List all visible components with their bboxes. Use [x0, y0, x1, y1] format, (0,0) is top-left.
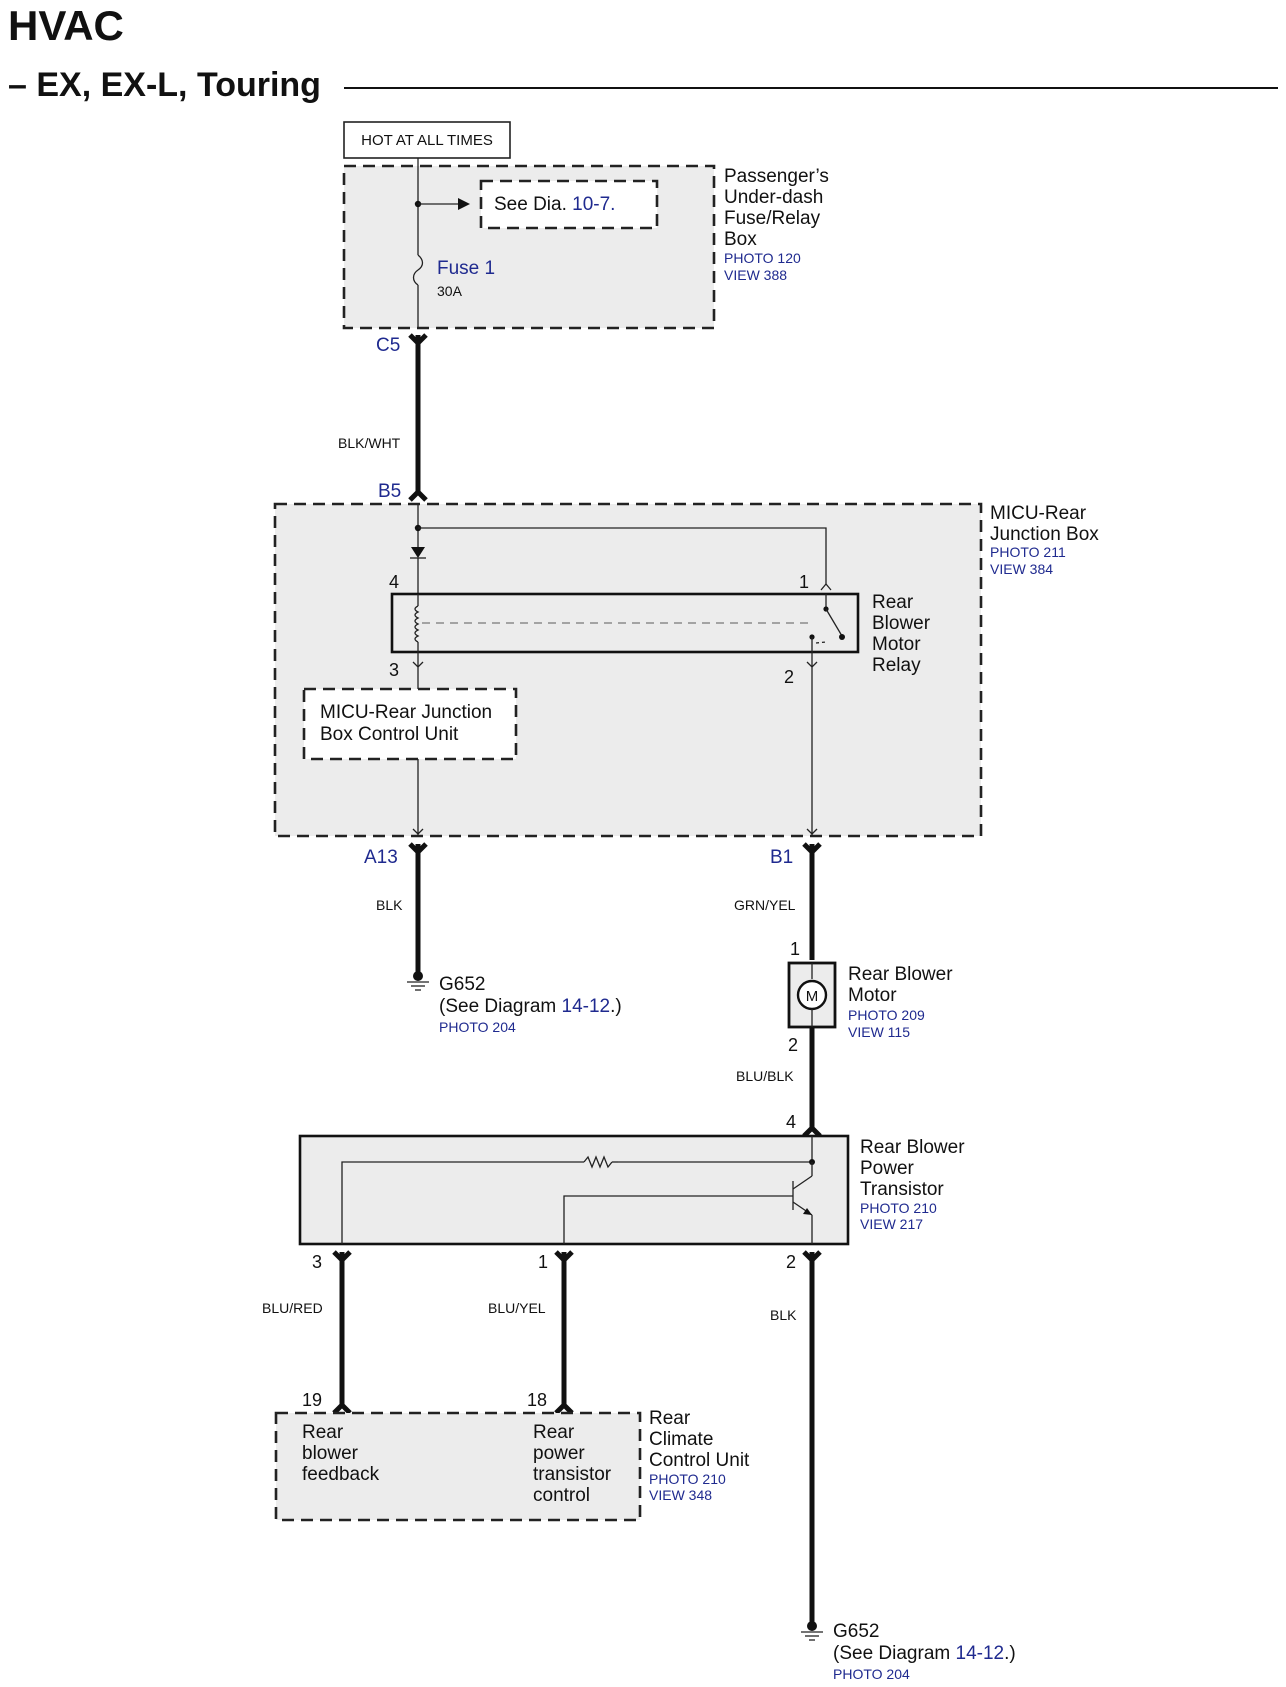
motor-symbol: M	[806, 988, 819, 1005]
climate-pin18-icon	[554, 1401, 574, 1415]
transistor-pin-1: 1	[538, 1252, 548, 1272]
wire-label-blu-blk: BLU/BLK	[736, 1068, 794, 1084]
connector-a13: A13	[364, 847, 398, 868]
power-transistor-box	[298, 1134, 850, 1246]
label-rear-blower-feedback: Rear blower feedback	[302, 1422, 380, 1485]
fuse-box-name: Passenger’s Under-dash Fuse/Relay Box	[724, 166, 834, 250]
transistor-pin-2: 2	[786, 1252, 796, 1272]
motor-pin-1: 1	[790, 939, 800, 959]
micu-control-unit	[302, 687, 518, 761]
feedback-line	[341, 1161, 559, 1244]
micu-junction-box	[273, 502, 983, 838]
branch-arrow-icon	[458, 198, 470, 210]
switch-dash	[815, 641, 827, 644]
relay-coil-icon	[414, 605, 420, 643]
relay-pin-3: 3	[389, 660, 399, 680]
wire-label-blu-red: BLU/RED	[262, 1300, 323, 1316]
climate-pin19-icon	[332, 1401, 352, 1415]
wire-label-grn-yel: GRN/YEL	[734, 897, 796, 913]
ground2-see: (See Diagram 14-12.)	[833, 1643, 1016, 1664]
ground2-photo: PHOTO 204	[833, 1666, 910, 1682]
wire-label-blu-yel: BLU/YEL	[488, 1300, 546, 1316]
ground-dot-1	[413, 971, 423, 981]
relay-pin1-icon	[820, 582, 832, 591]
micu-photo: PHOTO 211	[990, 544, 1066, 560]
label-rear-power-transistor-control: Rear power transistor control	[533, 1422, 616, 1506]
ground2-name: G652	[833, 1621, 879, 1642]
micu-branch-line	[418, 527, 827, 584]
relay-switch-icon	[825, 608, 843, 637]
see-dia-box	[479, 179, 659, 230]
relay-name: Rear Blower Motor Relay	[872, 592, 935, 676]
motor-name: Rear Blower Motor	[848, 964, 958, 1006]
climate-pin-19: 19	[302, 1390, 322, 1410]
climate-control-unit	[274, 1411, 642, 1522]
see-dia-text: See Dia. 10-7.	[494, 194, 615, 215]
page-subtitle: – EX, EX-L, Touring	[8, 66, 321, 104]
b1-inner-icon	[806, 828, 818, 835]
relay-pin-4: 4	[389, 572, 399, 592]
climate-view: VIEW 348	[649, 1487, 712, 1503]
climate-photo: PHOTO 210	[649, 1471, 726, 1487]
motor-view: VIEW 115	[848, 1024, 910, 1040]
transistor-view: VIEW 217	[860, 1216, 923, 1232]
a13-inner-icon	[412, 828, 424, 835]
fuse-box-photo: PHOTO 120	[724, 250, 801, 266]
climate-unit-name: Rear Climate Control Unit	[649, 1408, 750, 1471]
connector-b5: B5	[378, 481, 401, 502]
switch-pivot	[839, 634, 845, 640]
transistor-photo: PHOTO 210	[860, 1200, 937, 1216]
transistor-pin4-icon	[802, 1124, 822, 1138]
relay-pin-2: 2	[784, 667, 794, 687]
connector-c5: C5	[376, 335, 400, 356]
transistor-pin-4: 4	[786, 1112, 796, 1132]
fuse-name: Fuse 1	[437, 258, 495, 279]
climate-pin-18: 18	[527, 1390, 547, 1410]
transistor-pin-3: 3	[312, 1252, 322, 1272]
micu-name: MICU-Rear Junction Box	[990, 503, 1099, 545]
ground1-name: G652	[439, 974, 485, 995]
connector-b1: B1	[770, 847, 793, 868]
wire-label-blk: BLK	[376, 897, 403, 913]
diode-icon	[411, 547, 425, 558]
hot-label-box	[343, 121, 511, 159]
transistor-arrow-icon	[803, 1208, 812, 1215]
relay-pin-1: 1	[799, 572, 809, 592]
wire-label-blk-2: BLK	[770, 1307, 797, 1323]
hot-label: HOT AT ALL TIMES	[361, 132, 493, 149]
fuse-icon	[412, 254, 424, 286]
ground1-see: (See Diagram 14-12.)	[439, 996, 622, 1017]
ground1-photo: PHOTO 204	[439, 1019, 516, 1035]
control-unit-name: MICU-Rear Junction Box Control Unit	[320, 702, 497, 745]
transistor-base-line	[563, 1195, 793, 1244]
ground-dot-2	[807, 1621, 817, 1631]
fuse-box-view: VIEW 388	[724, 267, 787, 283]
fuse-rating: 30A	[437, 283, 463, 299]
transistor-c-arm	[792, 1175, 813, 1190]
micu-view: VIEW 384	[990, 561, 1053, 577]
wire-label-blk-wht: BLK/WHT	[338, 435, 401, 451]
motor-pin-2: 2	[788, 1035, 798, 1055]
motor-photo: PHOTO 209	[848, 1007, 925, 1023]
connector-b5-icon	[408, 488, 428, 502]
page-title: HVAC	[8, 2, 124, 49]
resistor-icon	[583, 1155, 613, 1169]
transistor-name: Rear Blower Power Transistor	[860, 1137, 970, 1200]
